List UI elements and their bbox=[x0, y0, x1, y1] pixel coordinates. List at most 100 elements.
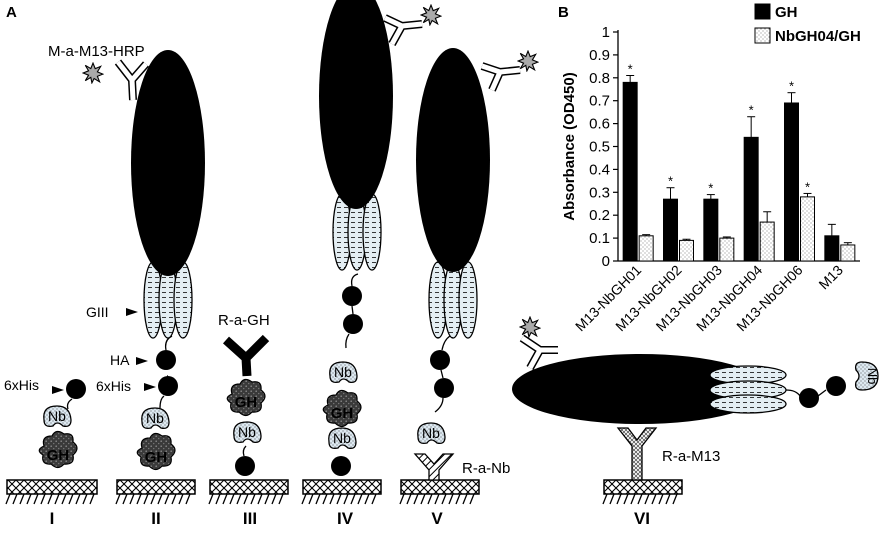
nanobody: Nb bbox=[329, 361, 358, 384]
giii-protein bbox=[709, 365, 787, 414]
gh-label: GH bbox=[145, 449, 168, 466]
ha-label: HA bbox=[110, 352, 130, 368]
setup-v: R-a-Nb Nb M13 V bbox=[399, 48, 539, 528]
antibody-hrp bbox=[383, 4, 442, 46]
y-tick-label: 1 bbox=[602, 24, 610, 41]
ha-tag bbox=[430, 350, 450, 370]
bar-nbgh04-5 bbox=[800, 196, 815, 262]
linker bbox=[66, 398, 73, 410]
setup-label-iv: IV bbox=[337, 509, 354, 528]
bar-nbgh04-1 bbox=[638, 235, 654, 262]
hrp-star-icon bbox=[519, 316, 541, 338]
nanobody: Nb bbox=[417, 422, 446, 445]
bar-nbgh04-3 bbox=[719, 237, 735, 262]
setup-label-i: I bbox=[50, 509, 55, 528]
nanobody: Nb bbox=[233, 421, 262, 444]
plate-surface bbox=[603, 479, 683, 495]
bar-nbgh04-6 bbox=[840, 244, 856, 262]
y-tick-label: 0.7 bbox=[589, 93, 610, 110]
category-label: M13 bbox=[815, 262, 846, 293]
gh-antigen: GH bbox=[38, 430, 78, 469]
setup-vi: R-a-M13 M13 Nb VI bbox=[512, 316, 880, 528]
y-tick-label: 0.5 bbox=[589, 139, 610, 156]
y-axis-label: Absorbance (OD450) bbox=[561, 72, 578, 220]
panel-a: A GH Nb 6xHis I GH bbox=[4, 0, 880, 528]
m13-label: M13 bbox=[438, 138, 467, 155]
antibody-hrp bbox=[519, 316, 558, 370]
setup-label-v: V bbox=[431, 509, 443, 528]
significance-mark: * bbox=[789, 79, 794, 94]
bar-gh-2 bbox=[663, 198, 678, 262]
gh-label: GH bbox=[331, 405, 354, 422]
giii-protein bbox=[143, 261, 193, 339]
his-tag bbox=[235, 456, 255, 476]
anti-gh-antibody bbox=[222, 334, 270, 377]
ha-tag bbox=[799, 388, 819, 408]
y-tick-label: 0.6 bbox=[589, 116, 610, 133]
anti-m13-antibody bbox=[616, 427, 658, 481]
setup-label-ii: II bbox=[151, 509, 160, 528]
bar-nbgh04-4 bbox=[759, 221, 775, 262]
linker bbox=[785, 389, 827, 397]
hrp-star-icon bbox=[420, 4, 442, 26]
gh-antigen: GH bbox=[226, 378, 266, 417]
nanobody: Nb bbox=[328, 427, 357, 450]
nb-label: Nb bbox=[333, 430, 351, 446]
plate-surface bbox=[116, 479, 196, 495]
r-a-nb-label: R-a-Nb bbox=[462, 460, 510, 477]
giii-protein bbox=[428, 261, 478, 339]
plate-ticks bbox=[5, 493, 95, 505]
setup-ii: GH Nb 6xHis HA GIII M13 bbox=[48, 43, 205, 528]
significance-mark: * bbox=[708, 181, 713, 196]
bar-gh-5 bbox=[784, 102, 799, 262]
absorbance-chart: 00.10.20.30.40.50.60.70.80.91Absorbance … bbox=[561, 3, 861, 334]
nb-label: Nb bbox=[48, 408, 66, 424]
nb-label: Nb bbox=[422, 425, 440, 441]
arrow-head bbox=[52, 386, 64, 394]
gh-label: GH bbox=[47, 447, 70, 464]
anti-nb-antibody bbox=[413, 453, 455, 481]
nb-label: Nb bbox=[865, 368, 880, 385]
significance-mark: * bbox=[749, 103, 754, 118]
m13-phage bbox=[319, 0, 393, 209]
nanobody: Nb bbox=[43, 405, 72, 428]
panel-b: B 00.10.20.30.40.50.60.70.80.91Absorbanc… bbox=[558, 3, 861, 334]
linker bbox=[159, 335, 173, 409]
antibody-hrp bbox=[82, 59, 150, 101]
legend-label-2: NbGH04/GH bbox=[775, 28, 861, 45]
y-tick-label: 0.9 bbox=[589, 47, 610, 64]
plate-ticks bbox=[602, 493, 678, 505]
significance-mark: * bbox=[668, 174, 673, 189]
y-tick-label: 0.3 bbox=[589, 184, 610, 201]
y-tick-label: 0.1 bbox=[589, 230, 610, 247]
his-label-i: 6xHis bbox=[4, 377, 39, 393]
m13-phage bbox=[416, 48, 490, 272]
r-a-m13-label: R-a-M13 bbox=[662, 448, 720, 465]
legend-swatch-2 bbox=[754, 27, 771, 44]
setup-label-vi: VI bbox=[634, 509, 650, 528]
plate-ticks bbox=[208, 493, 284, 505]
gh-label: GH bbox=[235, 394, 258, 411]
y-tick-label: 0.4 bbox=[589, 161, 610, 178]
his-tag bbox=[331, 456, 351, 476]
y-tick-label: 0.2 bbox=[589, 207, 610, 224]
bar-gh-1 bbox=[622, 81, 638, 262]
his-tag bbox=[826, 376, 846, 396]
m13-phage bbox=[131, 50, 205, 276]
giii-label: GIII bbox=[86, 304, 109, 320]
plate-ticks bbox=[115, 493, 191, 505]
nb-label: Nb bbox=[334, 364, 352, 380]
plate-surface bbox=[6, 479, 98, 495]
bar-gh-4 bbox=[743, 136, 759, 262]
m13-label: M13 bbox=[570, 365, 587, 394]
y-tick-label: 0.8 bbox=[589, 70, 610, 87]
bar-nbgh04-2 bbox=[679, 239, 694, 262]
hrp-star-icon bbox=[82, 62, 104, 84]
ha-tag bbox=[156, 350, 176, 370]
his-tag bbox=[434, 378, 454, 398]
giii-protein bbox=[332, 193, 382, 271]
arrow-head bbox=[126, 308, 138, 316]
significance-mark: * bbox=[805, 179, 810, 194]
plate-ticks bbox=[399, 493, 475, 505]
